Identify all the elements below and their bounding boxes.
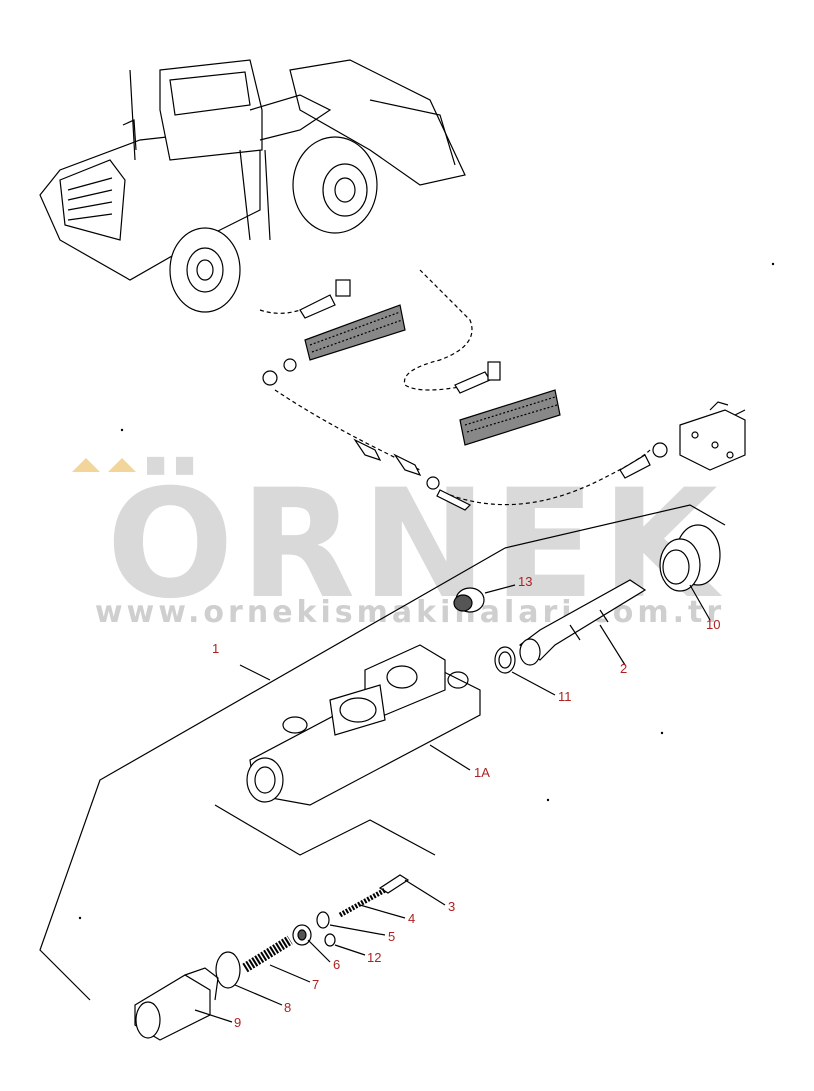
callout-5: 5 — [388, 929, 396, 944]
valve-body — [246, 644, 481, 806]
nut-6 — [292, 924, 331, 963]
leader-11 — [511, 671, 556, 696]
callout-8: 8 — [284, 1000, 292, 1015]
callout-1: 1 — [212, 641, 220, 656]
wheel-loader-illustration — [39, 59, 466, 313]
callout-13: 13 — [518, 574, 533, 589]
callout-11: 11 — [558, 689, 572, 704]
leader-10 — [689, 584, 711, 621]
callout-3: 3 — [448, 899, 456, 914]
pin-3 — [378, 874, 446, 906]
leader-8 — [234, 984, 283, 1006]
cap-part — [659, 524, 721, 621]
leader-13 — [484, 584, 516, 594]
leader-3 — [404, 879, 446, 906]
leader-12 — [334, 944, 366, 956]
leader-7 — [269, 964, 311, 983]
leader-2 — [599, 624, 626, 666]
spool-part — [519, 579, 647, 666]
washer-12 — [324, 933, 366, 956]
spring-4 — [338, 887, 406, 919]
oring-11 — [494, 646, 556, 696]
callout-7: 7 — [312, 977, 320, 992]
hose-assembly — [259, 269, 746, 511]
plug-9 — [134, 967, 233, 1041]
leader-1 — [239, 664, 271, 681]
leader-6 — [307, 939, 331, 963]
oring-8 — [215, 951, 283, 1006]
washer-5 — [316, 911, 386, 936]
leader-5 — [329, 924, 386, 936]
spring-7 — [242, 935, 311, 983]
callout-1A: 1A — [474, 765, 490, 780]
callout-2: 2 — [620, 661, 628, 676]
leader-1A — [429, 744, 471, 771]
callout-10: 10 — [706, 617, 721, 632]
subassembly-bracket — [214, 804, 436, 856]
callout-4: 4 — [408, 911, 416, 926]
callout-6: 6 — [333, 957, 341, 972]
watermark-accent — [72, 458, 136, 472]
callout-9: 9 — [234, 1015, 242, 1030]
assembly-outline-1 — [39, 504, 726, 1001]
leader-4 — [359, 904, 406, 919]
callout-12: 12 — [367, 950, 382, 965]
leader-9 — [194, 1009, 233, 1023]
plug-13 — [453, 584, 516, 613]
